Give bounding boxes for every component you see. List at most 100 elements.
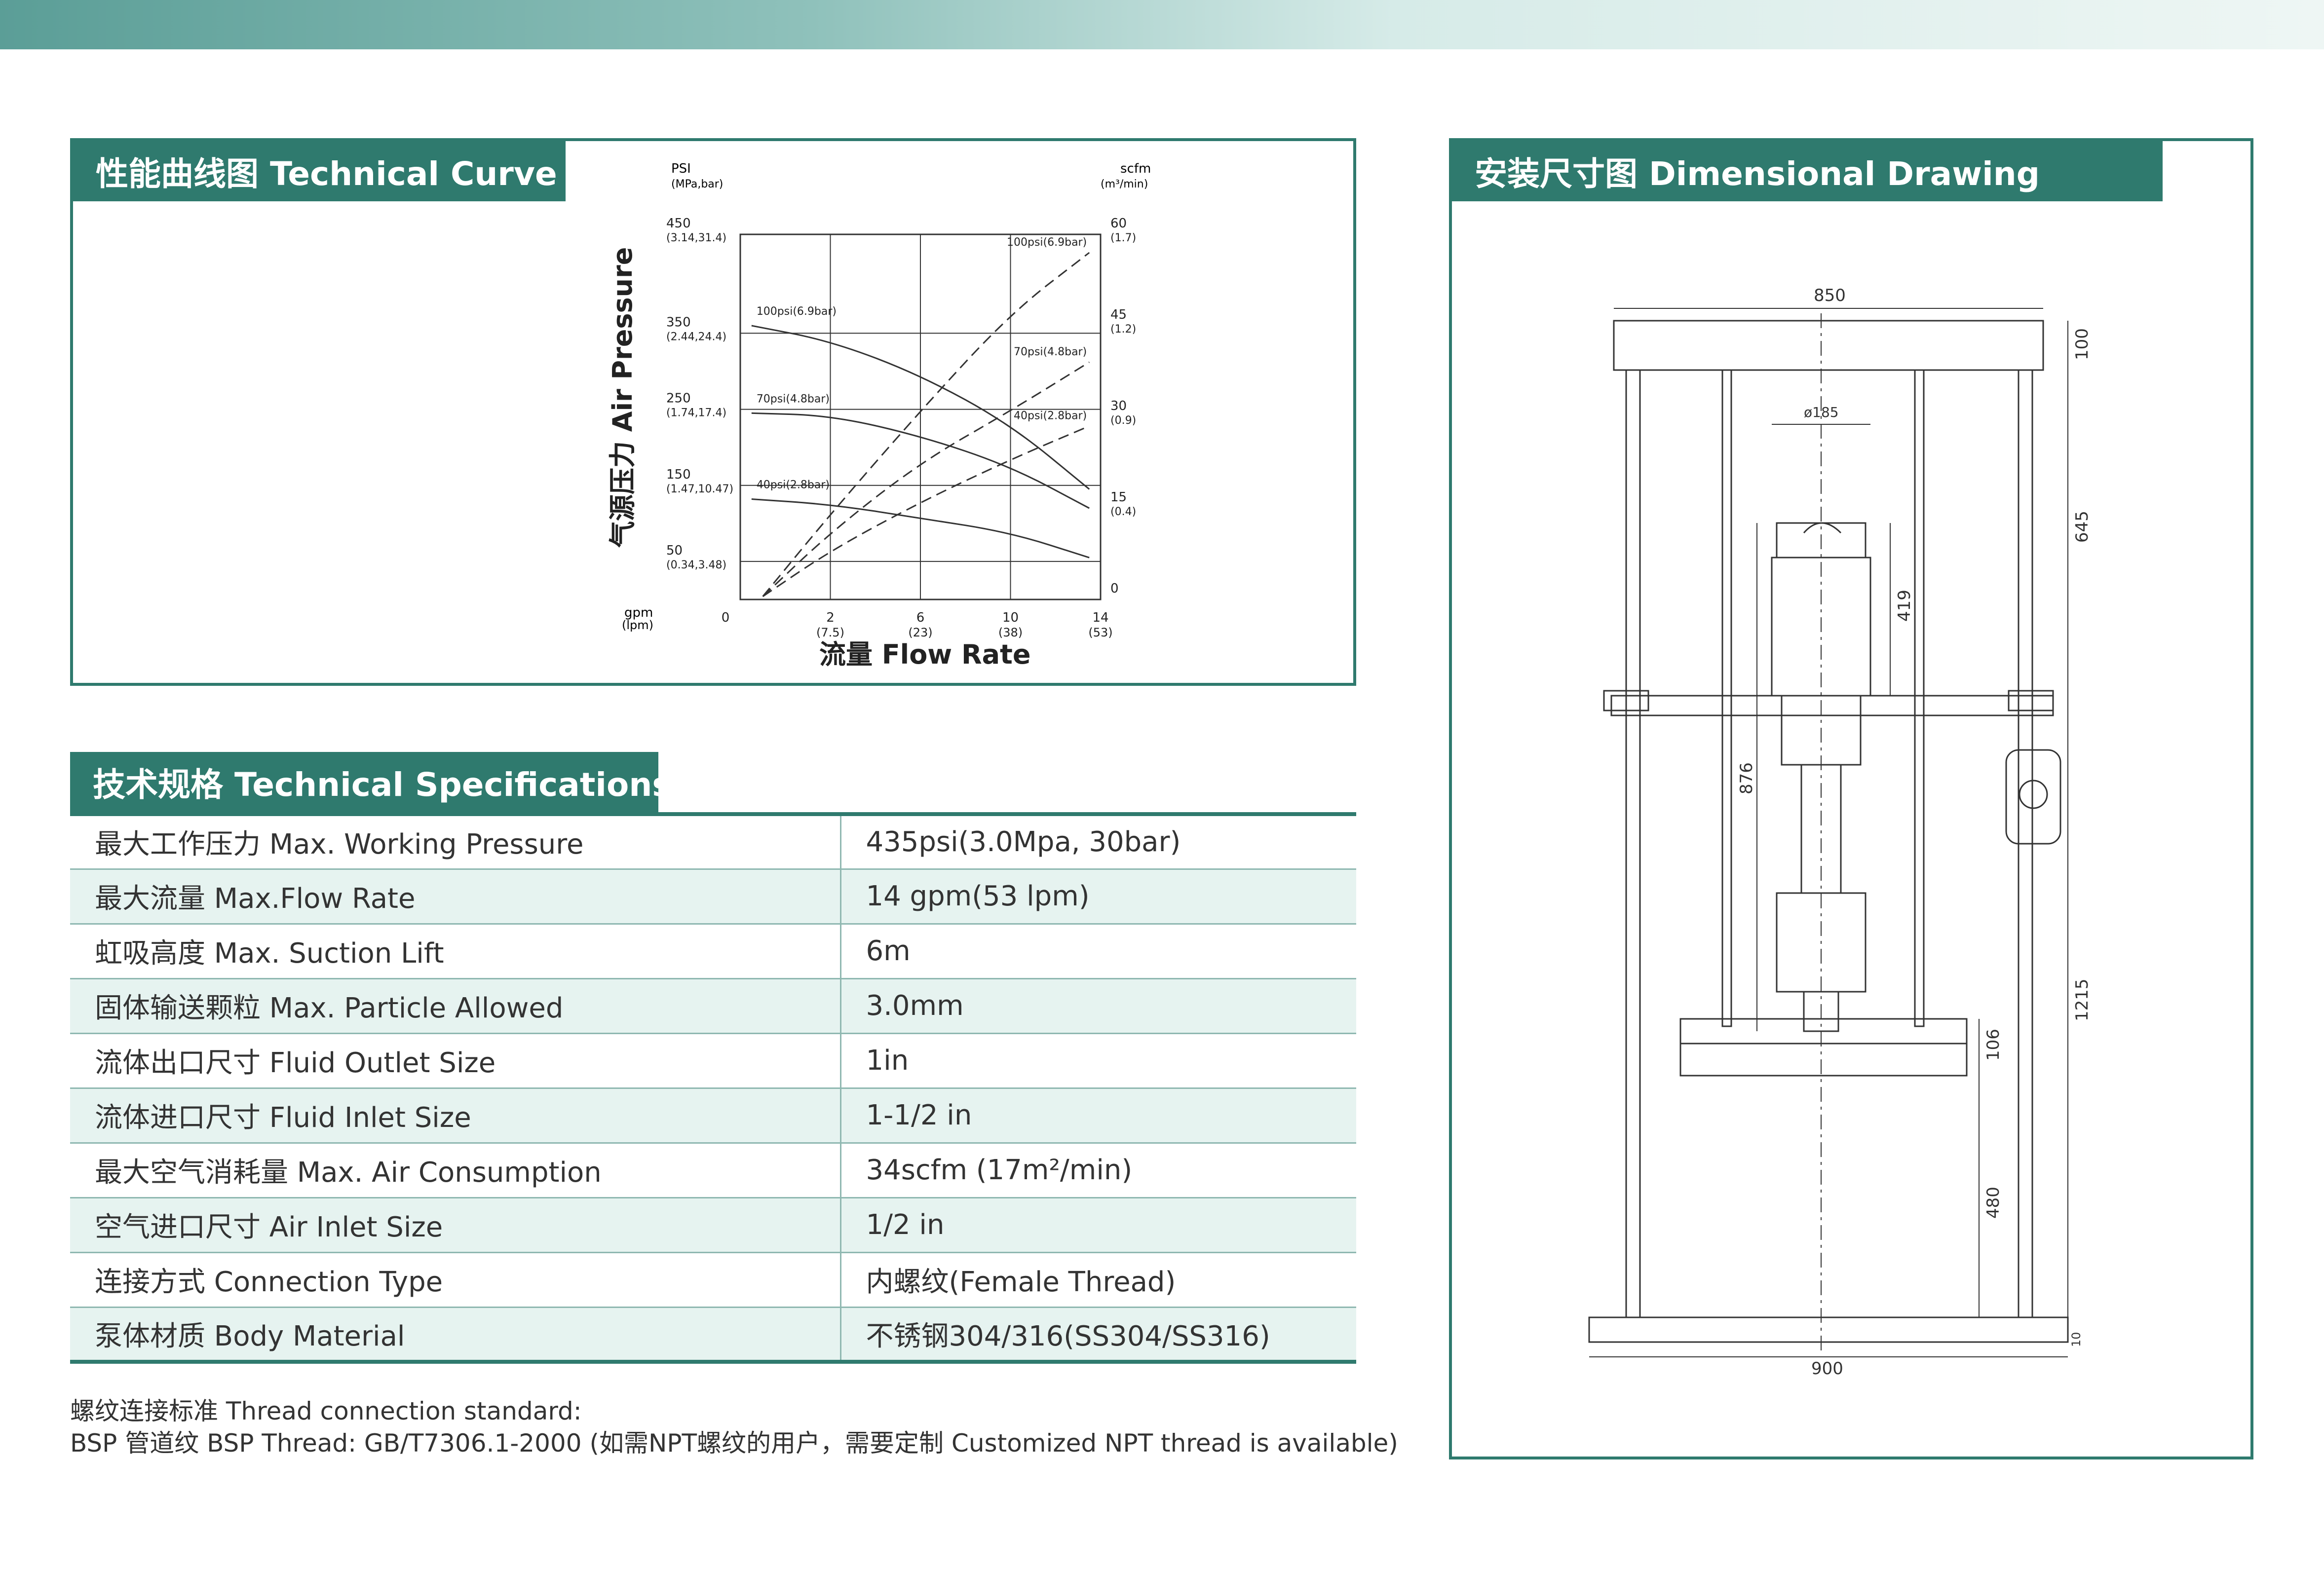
- y-tick-label-left: 250: [666, 391, 691, 406]
- spec-label: 最大流量 Max.Flow Rate: [70, 869, 841, 925]
- top-beam: [1613, 320, 2044, 371]
- x-tick-label: 14: [1092, 610, 1108, 625]
- chart-series: [751, 252, 1090, 598]
- y-tick-sub-right: (0.9): [1110, 414, 1136, 427]
- y-tick-label-right: 15: [1110, 490, 1127, 505]
- y-tick-sub-left: (0.34,3.48): [666, 559, 726, 571]
- dimensional-drawing-panel: 安装尺寸图 Dimensional Drawing: [1449, 138, 2253, 1459]
- dim-bore: ø185: [1804, 404, 1839, 420]
- pressure-gauge: [2019, 780, 2048, 809]
- dim-plate-height: 106: [1983, 1029, 2003, 1061]
- x-tick-label: 2: [826, 610, 835, 625]
- x-tick-label: 6: [916, 610, 925, 625]
- control-valve: [2005, 749, 2061, 845]
- dim-motor-height: 419: [1895, 590, 1914, 622]
- technical-specifications-title: 技术规格 Technical Specifications: [70, 752, 672, 812]
- chart-grid: [739, 233, 1102, 600]
- dim-pump-height: 876: [1737, 762, 1756, 794]
- left-clamp: [1603, 690, 1649, 711]
- y-tick-label-right: 0: [1110, 581, 1119, 596]
- y-tick-sub-left: (1.47,10.47): [666, 483, 733, 495]
- dim-top-beam: 100: [2072, 328, 2092, 360]
- inlet-valve: [1803, 991, 1839, 1032]
- left-guide-rod: [1721, 369, 1732, 1027]
- y-tick-sub-left: (3.14,31.4): [666, 232, 726, 244]
- series-label: 100psi(6.9bar): [757, 305, 837, 318]
- spec-value: 1-1/2 in: [840, 1088, 1356, 1144]
- x-tick-sub: (7.5): [816, 626, 844, 639]
- dim-top-width: 850: [1814, 286, 1846, 305]
- x-tick-label: 10: [1002, 610, 1019, 625]
- spec-label: 最大空气消耗量 Max. Air Consumption: [70, 1143, 841, 1198]
- dim-base-thick: 10: [2069, 1332, 2083, 1347]
- series-line: [751, 498, 1090, 559]
- dimensional-drawing: 850 100 645 ø185 419 876 106 480 1215 90…: [1588, 286, 2092, 1379]
- x-tick-sub: (53): [1088, 626, 1112, 639]
- series-label: 70psi(4.8bar): [1014, 346, 1087, 358]
- dim-upper-height: 645: [2072, 511, 2092, 543]
- y-tick-sub-right: (1.2): [1110, 323, 1136, 336]
- right-clamp: [2008, 690, 2054, 711]
- y-axis-label: 气源压力 Air Pressure: [607, 247, 638, 548]
- spec-label: 空气进口尺寸 Air Inlet Size: [70, 1197, 841, 1253]
- spec-value: 1/2 in: [840, 1197, 1356, 1253]
- y-tick-label-left: 150: [666, 467, 691, 482]
- cross-bar: [1610, 695, 2054, 716]
- base-plate: [1588, 1316, 2069, 1343]
- spec-label: 流体进口尺寸 Fluid Inlet Size: [70, 1088, 841, 1144]
- y-tick-label-left: 50: [666, 543, 683, 558]
- chart-series-labels: 100psi(6.9bar) 70psi(4.8bar) 40psi(2.8bar)…: [757, 236, 1087, 491]
- spec-value: 3.0mm: [840, 978, 1356, 1034]
- y-tick-label-left: 450: [666, 216, 691, 231]
- spec-value: 不锈钢304/316(SS304/SS316): [840, 1307, 1356, 1364]
- y-tick-sub-right: (0.4): [1110, 506, 1136, 518]
- x-axis-label: 流量 Flow Rate: [819, 639, 1030, 670]
- y-unit-left-sub: (MPa,bar): [671, 178, 723, 190]
- technical-curve-panel: 性能曲线图 Technical Curve: [70, 138, 1356, 686]
- series-label: 40psi(2.8bar): [1014, 410, 1087, 422]
- spec-label: 最大工作压力 Max. Working Pressure: [70, 812, 841, 870]
- top-banner: [0, 0, 2324, 49]
- lifting-ring: [1803, 522, 1842, 534]
- dim-base-width: 900: [1811, 1359, 1843, 1379]
- y-tick-label-right: 30: [1110, 399, 1127, 413]
- technical-curve-title: 性能曲线图 Technical Curve: [73, 141, 566, 201]
- spec-label: 固体输送颗粒 Max. Particle Allowed: [70, 978, 841, 1034]
- spec-value: 435psi(3.0Mpa, 30bar): [840, 812, 1356, 870]
- x-tick-sub: (38): [998, 626, 1023, 639]
- series-line: [762, 252, 1090, 597]
- x-unit-sub: (lpm): [622, 618, 653, 632]
- y-tick-sub-left: (2.44,24.4): [666, 331, 726, 343]
- left-column: [1625, 369, 1641, 1318]
- series-line: [751, 412, 1090, 509]
- dim-total-lower: 1215: [2072, 978, 2092, 1021]
- spec-value: 14 gpm(53 lpm): [840, 869, 1356, 925]
- series-line: [762, 361, 1090, 597]
- y-unit-right-sub: (m³/min): [1101, 178, 1148, 190]
- series-label: 40psi(2.8bar): [757, 479, 830, 491]
- y-tick-sub-right: (1.7): [1110, 232, 1136, 244]
- spec-value: 内螺纹(Female Thread): [840, 1252, 1356, 1308]
- y-tick-label-right: 60: [1110, 216, 1127, 231]
- y-tick-label-right: 45: [1110, 307, 1127, 322]
- y-tick-sub-left: (1.74,17.4): [666, 407, 726, 419]
- right-guide-rod: [1914, 369, 1925, 1027]
- series-line: [762, 425, 1090, 598]
- dim-lower-height: 480: [1983, 1187, 2003, 1219]
- x-tick-sub: (23): [908, 626, 932, 639]
- y-unit-right: scfm: [1120, 161, 1151, 176]
- thread-note-line2: BSP 管道纹 BSP Thread: GB/T7306.1-2000 (如需N…: [70, 1429, 1398, 1458]
